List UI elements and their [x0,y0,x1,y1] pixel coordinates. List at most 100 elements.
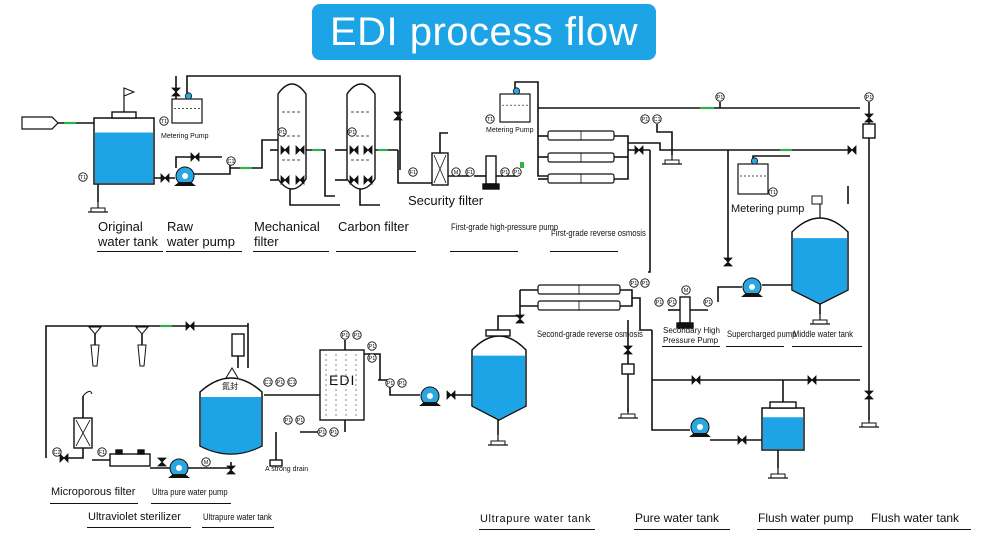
vent-funnel [134,326,150,335]
valve [157,457,167,467]
instrument-circle [295,415,305,425]
instrument-tag: C1 [287,377,297,387]
underline [253,251,329,252]
underline [87,527,191,528]
strong-drain [269,459,283,467]
valve [160,173,170,183]
instrument-circle [367,341,377,351]
instrument-circle [652,114,662,124]
instrument-label: P1 [717,95,724,101]
uv-lamp [115,449,123,455]
valve [393,111,403,121]
original-water-tank [93,117,155,185]
instrument-label: P1 [642,281,649,287]
instrument-circle [340,330,350,340]
instrument-label: C2 [53,450,60,456]
label-metering-pump-left: Metering Pump [161,133,209,140]
valve [226,465,236,475]
cartridge [137,344,147,367]
tank-vent-box [231,333,245,357]
instrument-circle [485,114,495,124]
instrument-circle [465,167,475,177]
instrument-label: P1 [502,170,509,176]
pump-eye [427,393,433,399]
pipe [359,189,380,206]
metering-pump-mid [499,87,531,123]
pump-base [689,433,711,437]
label-ultrapure-water-tank-mid: Ultrapure water tank [480,513,592,525]
instrument-label: P1 [349,130,356,136]
tank-water [201,397,261,454]
instrument-tag: P1 [629,278,639,288]
tank-water [95,132,153,183]
filter-cartridge [75,419,91,447]
instrument-circle [367,353,377,363]
instrument-label: P1 [642,117,649,123]
ultraviolet-sterilizer [109,453,151,467]
instrument-circle [640,278,650,288]
instrument-tag: P1 [367,341,377,351]
label-secondary-hp-pump-1: Secondary High [663,326,720,335]
instrument-label: P1 [866,95,873,101]
supercharged-pump [741,277,763,297]
inlet-arrow [21,116,59,130]
ro1-membrane-b [547,152,615,163]
instrument-label: F1 [99,450,105,456]
pipe [514,81,548,177]
valve [59,453,69,463]
ro2-membrane-a [537,284,621,295]
instrument-label: M [204,460,209,466]
instrument-tag: P1 [715,92,725,102]
instrument-label: C1 [653,117,660,123]
pump-eye [182,173,188,179]
instrument-tag: M [451,167,461,177]
label-mechanical-filter-2: filter [254,234,279,249]
tank-manhole [769,401,797,409]
instrument-tag: T1 [485,114,495,124]
instrument-label: P1 [399,381,406,387]
pump-eye [176,465,182,471]
drain [859,417,879,428]
pump-base [741,293,763,297]
vent-funnel [87,326,103,335]
underline [166,251,242,252]
instrument-circle [159,116,169,126]
underline [726,346,784,347]
instrument-tag: P1 [340,330,350,340]
pipe [717,286,742,302]
pump-eye [697,424,703,430]
instrument-tag: P1 [367,353,377,363]
valve [295,175,305,185]
flowmeter [862,123,876,139]
drain [88,202,108,213]
instrument-circle [451,167,461,177]
instrument-tag: M [201,457,211,467]
pump-eye [749,284,755,290]
label-ultra-pure-water-pump: Ultra pure water pump [152,487,228,497]
instrument-circle [681,285,691,295]
label-strong-drain: A strong drain [265,466,309,473]
label-metering-pump-right: Metering pump [731,203,805,215]
instrument-circle [352,330,362,340]
instrument-circle [500,167,510,177]
underline [634,529,730,530]
label-mechanical-filter-1: Mechanical [254,219,320,234]
label-supercharged-pump: Supercharged pump [727,329,797,339]
cartridge [90,344,100,367]
label-raw-water-pump-1: Raw [167,219,194,234]
instrument-tag: P1 [277,127,287,137]
underline [792,346,862,347]
valve [185,321,195,331]
instrument-label: P1 [369,356,376,362]
label-original-water-tank-1: Original [98,219,143,234]
instrument-tag: C1 [226,156,236,166]
label-raw-water-pump-2: water pump [167,234,235,249]
column-shell [277,83,307,190]
label-edi: EDI [329,372,356,388]
instrument-label: P1 [331,430,338,436]
ro1-membrane-c [547,173,615,184]
tank-water [763,417,803,449]
instrument-circle [385,378,395,388]
instrument-circle [277,127,287,137]
pipe [620,289,633,307]
